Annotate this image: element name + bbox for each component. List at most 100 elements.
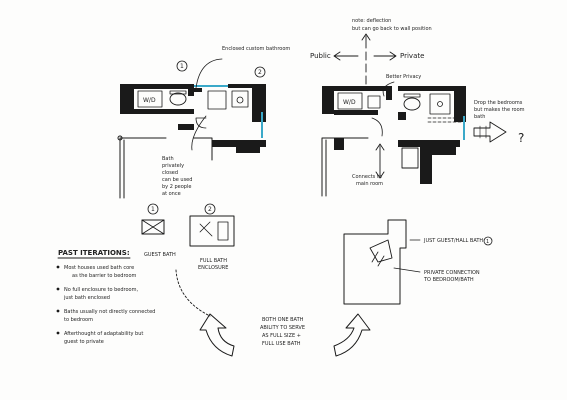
arrow-public [333, 51, 359, 61]
svg-text:but can go back to wall positi: but can go back to wall position [352, 26, 432, 32]
right-wall-bottom [334, 110, 378, 115]
svg-text:BOTH ONE BATH: BOTH ONE BATH [262, 317, 304, 323]
svg-text:Afterthought of adaptability b: Afterthought of adaptability but [64, 331, 143, 337]
diagram-circle-1 [483, 236, 493, 246]
left-wall-top-east [228, 84, 254, 88]
option-1-circle [147, 203, 159, 215]
leader-bathroom [195, 58, 223, 89]
label-better-privacy: Better Privacy [386, 74, 421, 80]
bullet-dot-2 [56, 287, 60, 291]
wd-label-left: W/D [143, 97, 156, 104]
right-wall-lower [398, 140, 460, 147]
sink-left [231, 90, 249, 108]
right-wall-corner [334, 138, 344, 150]
svg-text:but makes the room: but makes the room [474, 107, 525, 113]
arrow-private [373, 51, 397, 61]
diagram-circle-1-label: 1 [486, 239, 489, 245]
curved-arrow-left [199, 313, 235, 357]
guest-bath-cross [141, 219, 165, 235]
svg-text:Connects to: Connects to [352, 174, 382, 180]
svg-text:Baths usually not directly con: Baths usually not directly connected [64, 309, 155, 315]
left-plan-extension [119, 137, 167, 199]
left-wall-join [192, 88, 202, 92]
svg-text:at once: at once [162, 191, 181, 197]
svg-text:No full enclosure to bedroom,: No full enclosure to bedroom, [64, 287, 138, 293]
left-floor-plan: W/D [117, 58, 266, 199]
toilet-left [169, 92, 187, 106]
full-bath-tub [217, 221, 229, 241]
svg-text:note: deflection: note: deflection [352, 18, 391, 24]
guest-bath-label: GUEST BATH [144, 252, 176, 258]
guest-bath-box [141, 219, 165, 235]
room-diagram [343, 219, 421, 305]
right-floor-plan: W/D [321, 86, 466, 197]
right-plan-extension [321, 137, 369, 197]
left-wall-top [134, 84, 194, 89]
private-leader [393, 267, 421, 273]
left-plan-node [117, 135, 123, 141]
svg-text:Drop the bedrooms: Drop the bedrooms [474, 100, 523, 106]
curved-arrow-right [333, 313, 371, 357]
svg-text:guest to private: guest to private [64, 339, 104, 345]
bullet-dot-4 [56, 331, 60, 335]
full-bath-label-1: FULL BATH [200, 258, 227, 264]
right-wall-top-east [398, 86, 454, 91]
washer-dryer [137, 90, 163, 108]
right-wall-south [420, 150, 432, 184]
left-wall-block-east [252, 84, 266, 122]
svg-text:Bath: Bath [162, 156, 174, 162]
room-core [369, 239, 393, 263]
svg-text:just bath enclosed: just bath enclosed [63, 295, 110, 301]
left-wall-block-west [120, 84, 134, 114]
svg-text:can be used: can be used [162, 177, 192, 183]
svg-text:main room: main room [356, 181, 383, 187]
right-dashed-wall [427, 117, 463, 123]
shower-right [429, 93, 451, 115]
left-wall-bottom [134, 109, 194, 114]
right-wall-top [334, 86, 390, 91]
option-2-number: 2 [208, 206, 212, 213]
drain-right [437, 101, 443, 107]
svg-text:ABILITY TO SERVE: ABILITY TO SERVE [260, 325, 305, 331]
center-note: BOTH ONE BATH ABILITY TO SERVE AS FULL S… [260, 317, 305, 347]
room-core-arrows [371, 251, 385, 267]
divider-arrowhead [361, 33, 371, 41]
right-wall-lower-2 [420, 147, 456, 155]
right-wall-mid [398, 112, 406, 120]
right-arrow-outline [473, 121, 507, 143]
left-wall-lower-2 [236, 147, 260, 153]
toilet-tank-right [403, 93, 421, 98]
past-iterations-list: Most houses used bath core as the barrie… [56, 265, 155, 345]
bullet-dot-1 [56, 265, 60, 269]
right-door-swing [371, 117, 383, 137]
right-wall-block-east [454, 86, 466, 122]
leader-bath-note [191, 115, 207, 151]
right-wall-block-west [322, 86, 334, 114]
shower-left [207, 90, 227, 110]
label-private: Private [400, 52, 424, 60]
washer-dryer-right [337, 92, 363, 110]
svg-text:to bedroom: to bedroom [64, 317, 93, 323]
dashed-curve-left [175, 269, 211, 317]
right-arrow-hatch [479, 125, 487, 139]
svg-text:bath: bath [474, 114, 485, 120]
right-wall-stub [386, 86, 392, 100]
svg-text:as the barrier to bedroom: as the barrier to bedroom [72, 273, 137, 279]
svg-text:closed: closed [162, 170, 178, 176]
left-wall-lower [212, 140, 266, 147]
left-wall-stub [188, 84, 194, 96]
wd-label-right: W/D [343, 99, 356, 106]
sink-basin-left [236, 96, 244, 104]
svg-text:privately: privately [162, 163, 184, 169]
room-outline [343, 219, 407, 305]
marker-1-label: 1 [180, 63, 184, 70]
svg-text:Most houses used bath core: Most houses used bath core [64, 265, 134, 271]
question-mark: ? [518, 131, 524, 145]
label-public: Public [310, 52, 331, 60]
right-closet [401, 147, 419, 169]
diagram-private-label-2: TO BEDROOM/BATH [423, 277, 474, 283]
full-bath-box [189, 215, 235, 247]
diagram-private-label-1: PRIVATE CONNECTION [424, 270, 480, 276]
